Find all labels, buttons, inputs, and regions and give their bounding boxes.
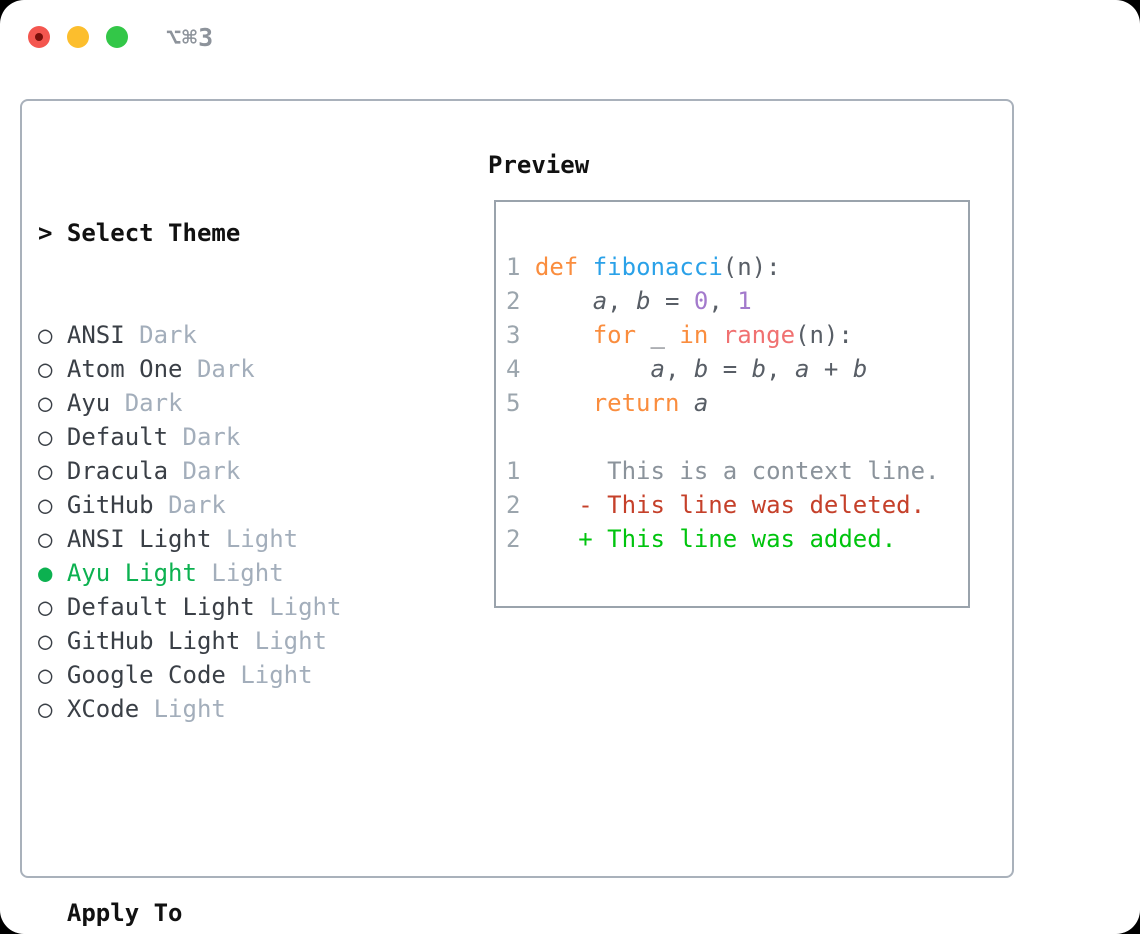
- radio-unselected-icon: ○: [38, 355, 53, 383]
- option-label: Google Code: [66, 661, 226, 689]
- apply-to-header: Apply To: [66, 899, 183, 927]
- window-title: ⌥⌘3: [166, 23, 215, 52]
- theme-option[interactable]: ○ GitHub Dark: [38, 488, 486, 522]
- preview-column: Preview 1 def fibonacci(n): 2 a, b = 0, 1…: [486, 101, 1012, 876]
- code-line: 2 a, b = 0, 1: [506, 287, 752, 315]
- radio-unselected-icon: ○: [38, 491, 53, 519]
- line-number: 4: [506, 355, 535, 383]
- option-label: Atom One: [66, 355, 183, 383]
- line-number: [506, 423, 535, 451]
- line-number: 1: [506, 253, 535, 281]
- theme-option[interactable]: ○ Atom One Dark: [38, 352, 486, 386]
- radio-unselected-icon: ○: [38, 593, 53, 621]
- option-label: GitHub: [66, 491, 154, 519]
- option-variant: Dark: [124, 389, 183, 417]
- option-variant: Light: [240, 661, 313, 689]
- option-variant: Dark: [182, 423, 241, 451]
- option-label: Ayu: [66, 389, 111, 417]
- theme-list: ○ ANSI Dark○ Atom One Dark○ Ayu Dark○ De…: [38, 318, 486, 726]
- option-variant: Light: [153, 695, 226, 723]
- option-variant: Dark: [139, 321, 197, 349]
- code-line: 5 return a: [506, 389, 709, 417]
- option-label: XCode: [66, 695, 140, 723]
- code-line: 2 + This line was added.: [506, 525, 897, 553]
- option-label: GitHub Light: [66, 627, 241, 655]
- theme-option[interactable]: ○ Dracula Dark: [38, 454, 486, 488]
- theme-picker-panel: > Select Theme ○ ANSI Dark○ Atom One Dar…: [20, 99, 1014, 927]
- code-blank-line: [506, 420, 968, 454]
- code-line: 1 This is a context line.: [506, 457, 940, 485]
- titlebar: ⌥⌘3: [0, 0, 1140, 74]
- option-variant: Dark: [168, 491, 226, 519]
- code-line: 2 - This line was deleted.: [506, 491, 926, 519]
- code-preview: 1 def fibonacci(n): 2 a, b = 0, 1 3 for _ …: [494, 200, 970, 608]
- radio-unselected-icon: ○: [38, 321, 53, 349]
- theme-option[interactable]: ● Ayu Light Light: [38, 556, 486, 590]
- radio-unselected-icon: ○: [38, 389, 53, 417]
- spacer: [38, 794, 486, 828]
- option-variant: Light: [254, 627, 327, 655]
- minimize-button[interactable]: [67, 26, 89, 48]
- code-line: 1 def fibonacci(n):: [506, 253, 781, 281]
- option-variant: Dark: [196, 355, 255, 383]
- select-theme-header: > Select Theme: [38, 219, 241, 247]
- traffic-lights: [28, 26, 128, 48]
- code-line: 3 for _ in range(n):: [506, 321, 853, 349]
- line-number: 2: [506, 491, 535, 519]
- line-number: 2: [506, 525, 535, 553]
- close-button[interactable]: [28, 26, 50, 48]
- radio-unselected-icon: ○: [38, 661, 53, 689]
- theme-option[interactable]: ○ ANSI Dark: [38, 318, 486, 352]
- theme-option[interactable]: ○ XCode Light: [38, 692, 486, 726]
- theme-column: > Select Theme ○ ANSI Dark○ Atom One Dar…: [22, 101, 486, 927]
- line-number: 5: [506, 389, 535, 417]
- line-number: 2: [506, 287, 535, 315]
- preview-header: Preview: [488, 151, 590, 179]
- option-variant: Dark: [182, 457, 241, 485]
- code-line: 4 a, b = b, a + b: [506, 355, 868, 383]
- option-variant: Light: [269, 593, 342, 621]
- cursor-icon: >: [38, 219, 53, 247]
- zoom-button[interactable]: [106, 26, 128, 48]
- theme-option[interactable]: ○ Default Light Light: [38, 590, 486, 624]
- line-number: 1: [506, 457, 535, 485]
- theme-option[interactable]: ○ Ayu Dark: [38, 386, 486, 420]
- option-label: ANSI: [66, 321, 125, 349]
- option-label: Default Light: [66, 593, 255, 621]
- radio-unselected-icon: ○: [38, 423, 53, 451]
- radio-selected-icon: ●: [38, 559, 53, 587]
- option-label: Ayu Light: [66, 559, 197, 587]
- theme-option[interactable]: ○ Default Dark: [38, 420, 486, 454]
- theme-option[interactable]: ○ GitHub Light Light: [38, 624, 486, 658]
- line-number: 3: [506, 321, 535, 349]
- radio-unselected-icon: ○: [38, 525, 53, 553]
- option-label: Default: [66, 423, 169, 451]
- radio-unselected-icon: ○: [38, 627, 53, 655]
- option-label: Dracula: [66, 457, 169, 485]
- theme-option[interactable]: ○ Google Code Light: [38, 658, 486, 692]
- radio-unselected-icon: ○: [38, 457, 53, 485]
- option-label: ANSI Light: [66, 525, 212, 553]
- radio-unselected-icon: ○: [38, 695, 53, 723]
- theme-option[interactable]: ○ ANSI Light Light: [38, 522, 486, 556]
- option-variant: Light: [225, 525, 299, 553]
- option-variant: Light: [211, 559, 284, 587]
